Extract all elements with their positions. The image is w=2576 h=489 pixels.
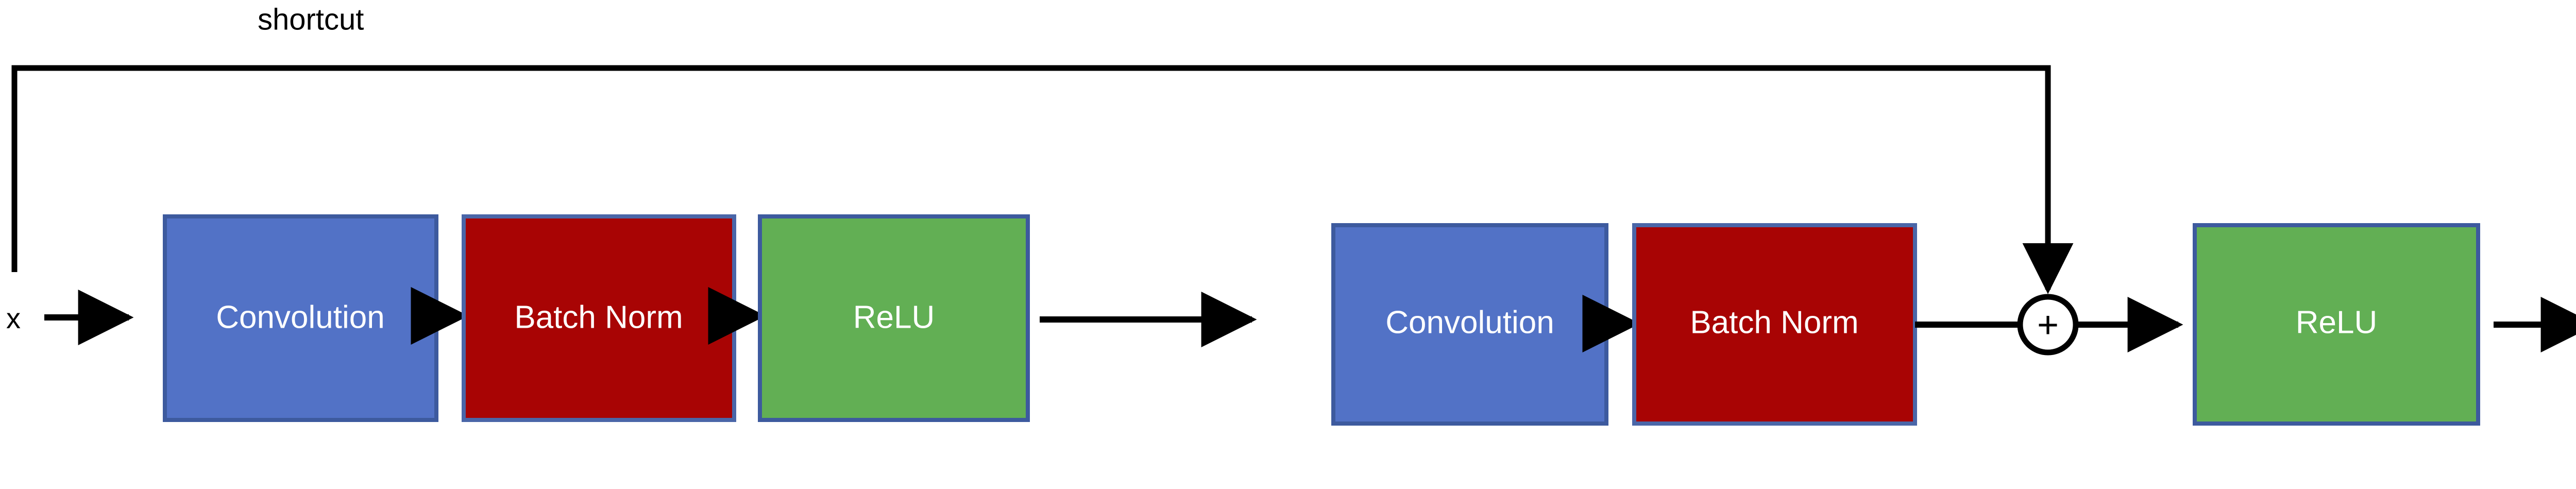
- convolution-1-rect: [163, 214, 438, 422]
- shortcut-edge: [11, 65, 2074, 294]
- convolution-1-label: Convolution: [216, 299, 384, 335]
- block-batchnorm-2[interactable]: Batch Norm: [1632, 223, 1917, 426]
- block-relu-2[interactable]: ReLU: [2193, 223, 2480, 426]
- input-label-x: x: [6, 302, 21, 334]
- batchnorm-1-rect: [462, 214, 736, 422]
- batchnorm-2-label: Batch Norm: [1690, 305, 1858, 340]
- block-convolution-2[interactable]: Convolution: [1331, 223, 1608, 426]
- batchnorm-2-rect: [1632, 223, 1917, 426]
- sum-node[interactable]: +: [2017, 294, 2079, 356]
- relu-2-rect: [2193, 223, 2480, 426]
- convolution-2-label: Convolution: [1385, 305, 1554, 340]
- relu-2-label: ReLU: [2296, 305, 2378, 340]
- batchnorm-1-label: Batch Norm: [514, 299, 683, 335]
- plus-icon: +: [2037, 305, 2059, 346]
- shortcut-polyline: [11, 65, 2074, 294]
- relu-1-label: ReLU: [853, 299, 935, 335]
- relu-1-rect: [758, 214, 1030, 422]
- shortcut-label: shortcut: [258, 3, 364, 36]
- block-relu-1[interactable]: ReLU: [758, 214, 1030, 422]
- block-convolution-1[interactable]: Convolution: [163, 214, 438, 422]
- block-batchnorm-1[interactable]: Batch Norm: [462, 214, 736, 422]
